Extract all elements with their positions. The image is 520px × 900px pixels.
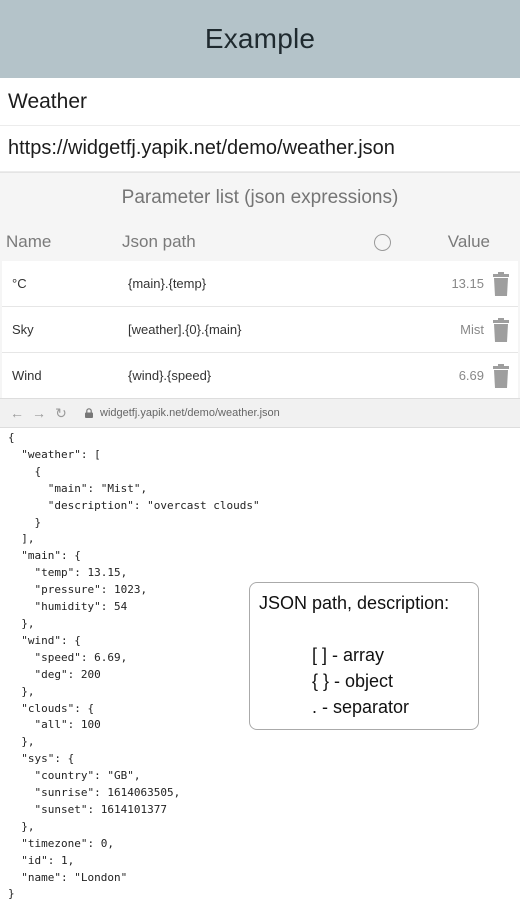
parameter-json-path: {wind}.{speed} xyxy=(128,368,212,383)
arrow-right-icon[interactable]: → xyxy=(32,405,46,421)
parameter-value: 6.69 xyxy=(458,368,484,383)
help-line-separator: . - separator xyxy=(312,697,410,717)
help-line-array: [ ] - array xyxy=(312,645,385,665)
widget-name-field[interactable]: Weather xyxy=(0,78,520,126)
column-name: Name xyxy=(6,232,52,251)
parameter-json-path: {main}.{temp} xyxy=(128,276,207,291)
column-json-path: Json path xyxy=(122,232,196,251)
arrow-left-icon[interactable]: ← xyxy=(10,405,24,421)
json-source-view: { "weather": [ { "main": "Mist", "descri… xyxy=(8,431,260,900)
reload-icon[interactable]: ↻ xyxy=(55,404,67,421)
browser-toolbar: ← → ↻ widgetfj.yapik.net/demo/weather.js… xyxy=(0,398,520,428)
lock-icon xyxy=(85,408,93,418)
parameter-name: Wind xyxy=(12,368,42,383)
parameter-list: Parameter list (json expressions) Name J… xyxy=(0,172,520,399)
parameter-row[interactable]: °C {main}.{temp} 13.15 xyxy=(2,261,518,307)
help-title: JSON path, description: xyxy=(259,593,450,613)
parameter-column-header: Name Json path Value xyxy=(0,223,520,261)
widget-url-field[interactable]: https://widgetfj.yapik.net/demo/weather.… xyxy=(0,126,520,172)
radio-icon[interactable] xyxy=(374,233,391,251)
parameter-value: 13.15 xyxy=(451,276,484,291)
parameter-json-path: [weather].{0}.{main} xyxy=(128,322,242,337)
trash-icon[interactable] xyxy=(492,318,510,342)
parameter-name: Sky xyxy=(12,322,34,337)
parameter-row[interactable]: Wind {wind}.{speed} 6.69 xyxy=(2,353,518,399)
help-line-object: { } - object xyxy=(312,671,394,691)
parameter-name: °C xyxy=(12,276,27,291)
column-value: Value xyxy=(447,232,490,251)
trash-icon[interactable] xyxy=(492,364,510,388)
address-bar[interactable]: widgetfj.yapik.net/demo/weather.json xyxy=(100,407,280,419)
parameter-list-title: Parameter list (json expressions) xyxy=(121,187,399,208)
trash-icon[interactable] xyxy=(492,272,510,296)
parameter-value: Mist xyxy=(460,322,484,337)
app-header: Example xyxy=(0,0,520,78)
page-title: Example xyxy=(204,23,316,54)
parameter-row[interactable]: Sky [weather].{0}.{main} Mist xyxy=(2,307,518,353)
json-path-help-box: JSON path, description: [ ] - array { } … xyxy=(249,582,479,730)
